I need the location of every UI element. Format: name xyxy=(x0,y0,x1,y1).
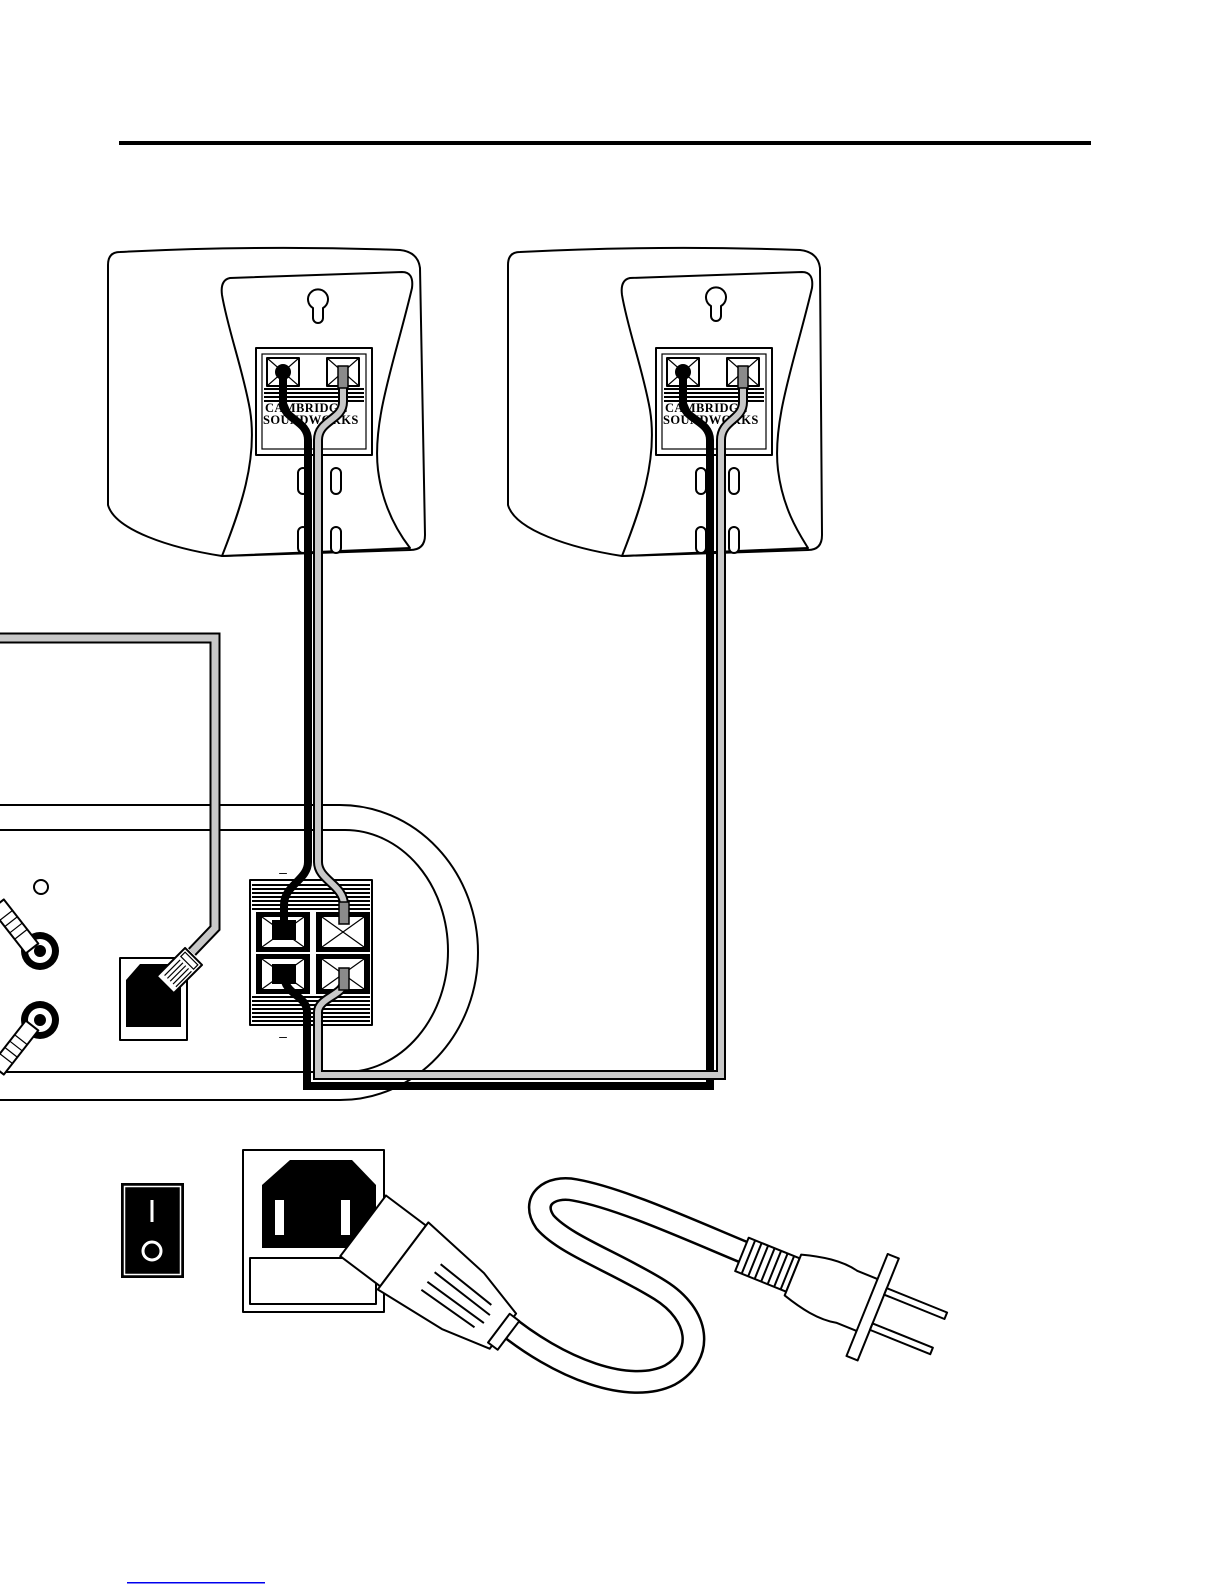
wire-end-negative xyxy=(275,364,291,380)
header-rule xyxy=(119,141,1091,145)
wire-end-negative-amp xyxy=(272,964,296,984)
terminal-mark-bottom: – xyxy=(279,1028,287,1044)
power-cord[interactable] xyxy=(338,1189,959,1385)
power-inlet-pin xyxy=(341,1200,350,1235)
wall-plug-prong xyxy=(884,1288,947,1319)
wire-end-negative xyxy=(675,364,691,380)
indicator-hole xyxy=(34,880,48,894)
wire-end-positive-amp xyxy=(339,902,349,924)
rca-jack-pin xyxy=(34,1014,46,1026)
wire-end-positive-amp xyxy=(339,968,349,990)
vent-slot xyxy=(729,468,739,494)
vent-slot xyxy=(696,527,706,553)
speaker-logo-line-2: SOUNDWORKS xyxy=(663,413,759,427)
speaker-right: CAMBRIDGE SOUNDWORKS xyxy=(508,248,822,556)
vent-slot xyxy=(696,468,706,494)
rca-jack-pin xyxy=(34,945,46,957)
wall-plug-prong xyxy=(870,1323,933,1354)
power-switch[interactable] xyxy=(121,1183,184,1278)
power-inlet-pin xyxy=(275,1200,284,1235)
power-cord-jacket xyxy=(500,1189,748,1382)
vent-slot xyxy=(331,468,341,494)
terminal-block-hatch-top xyxy=(252,882,370,910)
amplifier-chassis-inner xyxy=(0,830,448,1072)
amplifier-rear-panel: – – xyxy=(0,805,478,1100)
wire-end-positive xyxy=(338,366,348,388)
wire-end-negative-amp xyxy=(272,920,296,940)
terminal-mark-top: – xyxy=(279,864,287,880)
speaker-logo-line-2: SOUNDWORKS xyxy=(263,413,359,427)
wall-plug[interactable] xyxy=(721,1203,959,1384)
wire-end-positive xyxy=(738,366,748,388)
speaker-left: CAMBRIDGE SOUNDWORKS xyxy=(108,248,425,556)
vent-slot xyxy=(729,527,739,553)
vent-slot xyxy=(331,527,341,553)
link-underline[interactable] xyxy=(127,1582,265,1584)
